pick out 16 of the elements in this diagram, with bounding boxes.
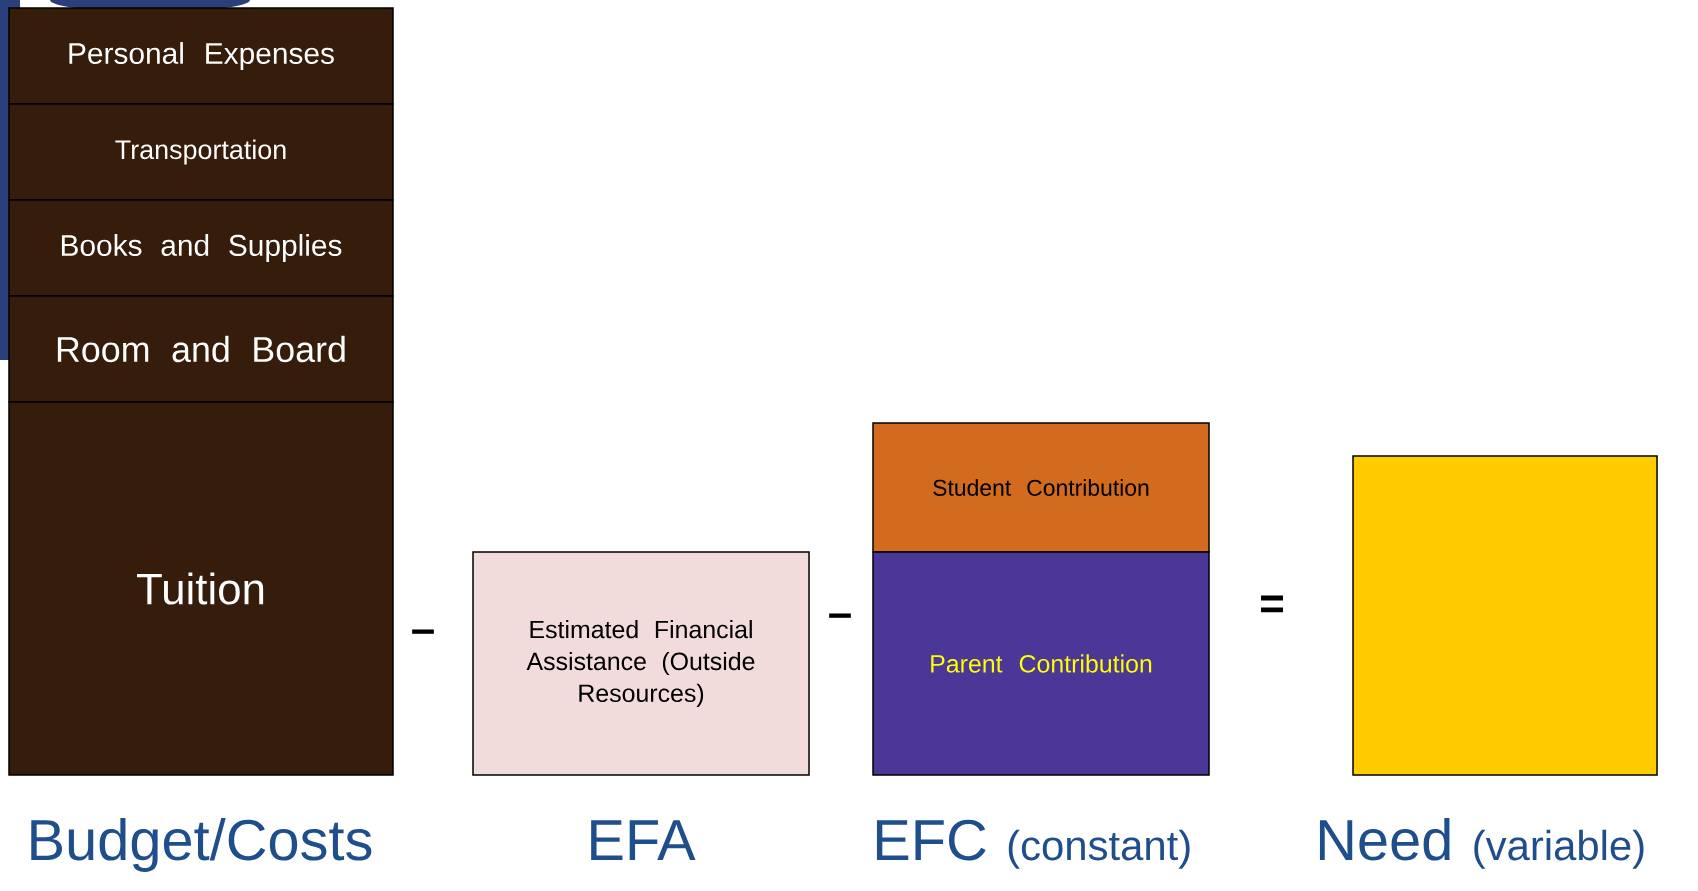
- operator-sign: –: [829, 613, 851, 618]
- qualifier-label: (constant): [1008, 829, 1190, 869]
- assistance-box: Estimated Financial Assistance (Outside Resources): [472, 551, 810, 776]
- cost-segment: Transportation: [8, 103, 394, 201]
- operator-sign: =: [1261, 595, 1283, 613]
- operator-sign: –: [412, 629, 434, 634]
- need-box: [1352, 455, 1658, 776]
- qualifier-label: (variable): [1474, 829, 1644, 869]
- column-label: EFC: [876, 819, 986, 861]
- column-label: Need: [1319, 818, 1450, 861]
- cost-segment: Personal Expenses: [8, 7, 394, 105]
- contribution-box: Parent Contribution: [872, 551, 1210, 776]
- column-label: Budget/Costs: [31, 818, 372, 872]
- cost-segment: Books and Supplies: [8, 199, 394, 297]
- contribution-box: Student Contribution: [872, 422, 1210, 553]
- cost-segment: Room and Board: [8, 295, 394, 403]
